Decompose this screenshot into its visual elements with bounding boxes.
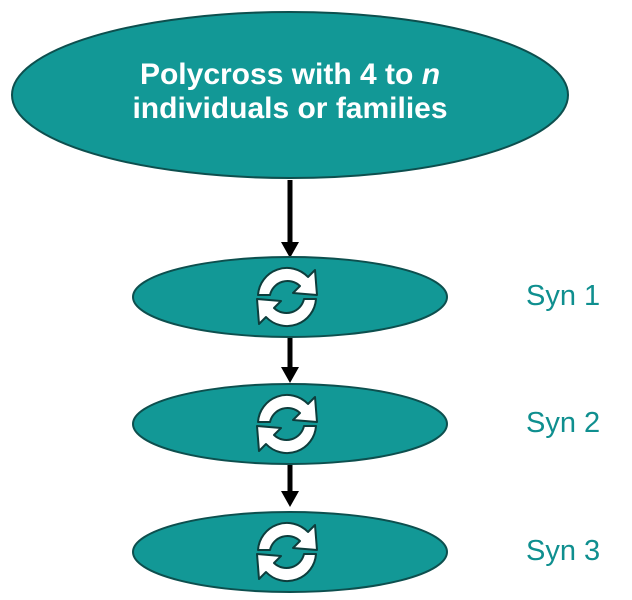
polycross-label-line2: individuals or families	[132, 92, 448, 125]
cycle-arrows-icon	[256, 393, 318, 455]
cycle-arrow-lower	[256, 298, 317, 328]
syn1-node	[132, 256, 448, 338]
syn3-label: Syn 3	[526, 535, 601, 567]
cycle-arrow-lower	[256, 425, 317, 455]
cycle-arrow-lower	[256, 553, 317, 583]
polycross-label-prefix: Polycross with 4 to	[139, 58, 422, 91]
cycle-arrow-upper	[257, 521, 318, 551]
syn2-label: Syn 2	[526, 407, 601, 439]
arrowhead-syn2	[281, 367, 299, 383]
polycross-label-variable: n	[421, 58, 441, 91]
polycross-label: Polycross with 4 to n individuals or fam…	[80, 58, 500, 126]
syn1-label: Syn 1	[526, 280, 601, 312]
cycle-arrow-upper	[257, 266, 318, 296]
cycle-arrows-icon	[256, 266, 318, 328]
syn3-node	[132, 511, 448, 593]
polycross-node	[11, 11, 569, 179]
arrowhead-syn1	[281, 242, 299, 258]
syn2-node	[132, 383, 448, 465]
polycross-label-line1: Polycross with 4 to n	[80, 58, 500, 92]
arrowhead-syn3	[281, 491, 299, 507]
cycle-arrow-upper	[257, 393, 318, 423]
cycle-arrows-icon	[256, 521, 318, 583]
